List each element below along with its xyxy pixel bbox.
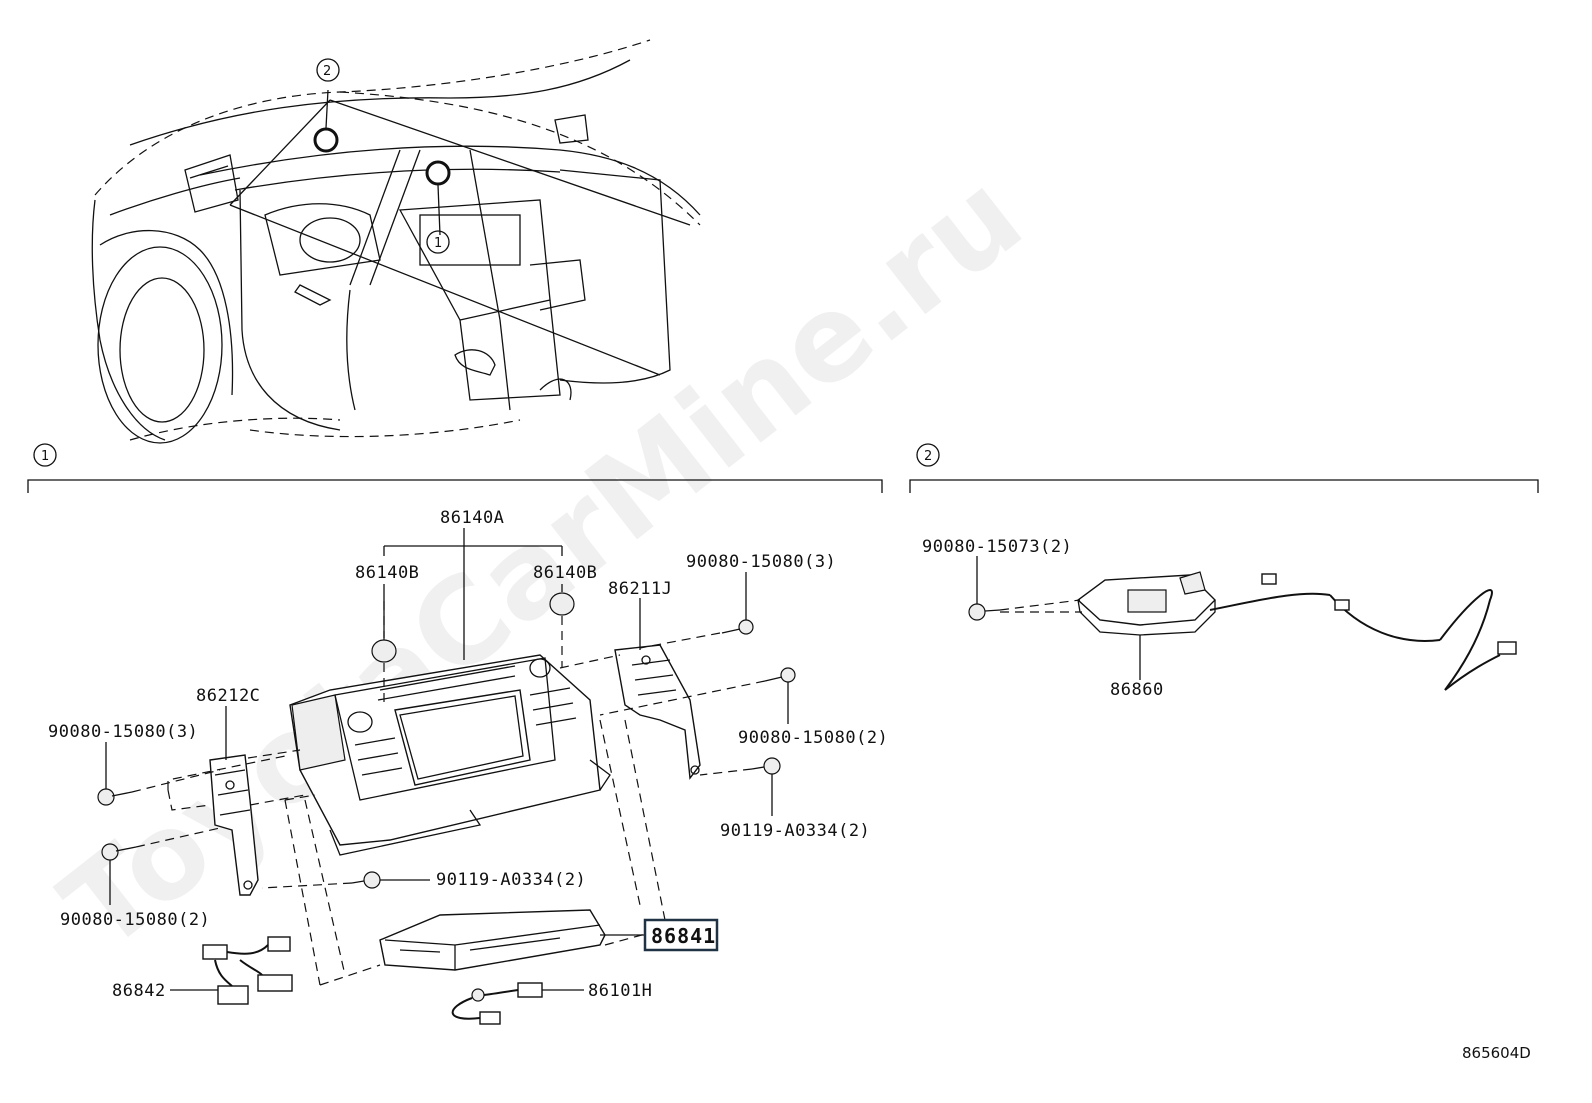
overview-callout-1: 1 [425,160,451,254]
part-86860-module [1076,571,1517,691]
screw-90119-A0334-center [351,871,381,889]
part-86140A-display-unit [289,654,611,856]
drawing-code: 865604D [1462,1044,1531,1062]
label-86841: 86841 [651,924,716,948]
label-86140B-right: 86140B [533,563,597,583]
svg-text:1: 1 [434,236,442,251]
location-marker-1 [425,160,451,186]
bolt-90080-15080-upper-right [721,619,754,635]
label-90080-15080-2-right: 90080-15080(2) [738,728,888,748]
label-86140A: 86140A [440,508,504,528]
bolt-90080-15073 [968,603,1001,621]
part-86140B-cap-left [371,639,397,663]
label-90119-A0334-right: 90119-A0334(2) [720,821,870,841]
part-86212C-bracket [209,754,259,896]
screw-90119-A0334-right [751,757,781,775]
svg-text:2: 2 [924,449,932,464]
svg-text:2: 2 [323,64,331,79]
svg-text:1: 1 [41,449,49,464]
label-86101H: 86101H [588,981,652,1001]
part-86842-wiring [202,936,293,1005]
leader-lines-section-2 [976,556,1141,680]
label-90080-15080-3-left: 90080-15080(3) [48,722,198,742]
section-2-bracket [909,479,1539,493]
section-2-header: 2 [909,443,1539,493]
overview-callout-2: 2 [313,58,340,153]
part-86211J-bracket [614,644,701,780]
location-marker-2 [313,127,339,153]
label-86140B-left: 86140B [355,563,419,583]
label-86842: 86842 [112,981,166,1001]
label-90119-A0334-center: 90119-A0334(2) [436,870,586,890]
part-86140B-cap-right [549,592,575,616]
part-86101H-cable [451,982,543,1025]
label-86211J: 86211J [608,579,672,599]
label-90080-15080-2-left: 90080-15080(2) [60,910,210,930]
assembly-lines-section-2 [999,599,1082,613]
assembly-lines-section-1 [131,600,766,986]
section-1-bracket [27,479,883,493]
label-86212C: 86212C [196,686,260,706]
label-86841-highlight: 86841 [643,918,719,952]
watermark: ToyotaCarMine.ru [37,146,1047,977]
watermark-text: ToyotaCarMine.ru [37,146,1047,977]
leader-lines-section-1 [105,528,789,991]
part-86841-module [379,909,606,971]
section-1-header: 1 [27,443,883,493]
label-86860: 86860 [1110,680,1164,700]
label-90080-15073: 90080-15073(2) [922,537,1072,557]
vehicle-overview [91,39,701,444]
label-90080-15080-3-right: 90080-15080(3) [686,552,836,572]
bolt-90080-15080-right [764,667,796,683]
